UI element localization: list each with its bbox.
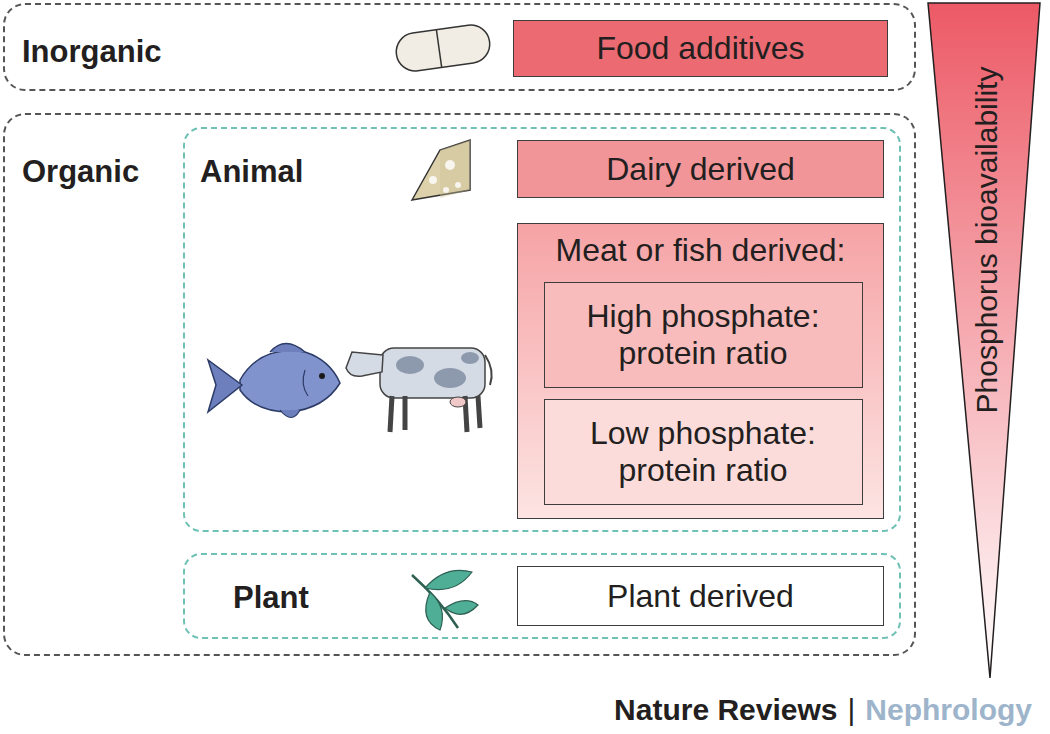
leaf-icon [412,570,478,630]
group-heading: Inorganic [22,34,162,70]
gradient-triangle: Phosphorus bioavailability [924,0,1044,682]
journal-label: Nature Reviews [614,693,837,728]
pill-icon [394,23,492,74]
box-label: Meat or fish derived: [518,232,883,269]
group-frame: Dairy derivedHigh phosphate: protein rat… [3,113,916,656]
group-frame: Food additives Inorganic [3,3,916,91]
box-label: Plant derived [607,578,794,615]
box-label: High phosphate: protein ratio [555,298,852,372]
fish-icon [208,344,340,418]
group-heading: Plant [233,580,309,616]
category-box: Plant derived [517,566,884,626]
category-box: Low phosphate: protein ratio [544,399,863,505]
cheese-icon [412,140,470,200]
journal-credit: Nature Reviews | Nephrology [614,693,1032,728]
journal-label: Nephrology [865,693,1032,728]
group-heading: Animal [200,154,303,190]
subgroup-frame: Dairy derivedHigh phosphate: protein rat… [183,127,901,532]
cow-icon [346,348,492,432]
box-label: Food additives [596,30,804,67]
triangle-outline [928,3,1040,678]
axis-label: Phosphorus bioavailability [970,67,1005,414]
box-label: Low phosphate: protein ratio [555,415,852,489]
category-box: High phosphate: protein ratioLow phospha… [517,223,884,519]
group-heading: Organic [22,154,139,190]
category-box: Dairy derived [517,140,884,198]
category-box: Food additives [513,20,888,77]
box-label: Dairy derived [606,151,795,188]
category-box: High phosphate: protein ratio [544,282,863,388]
journal-label: | [848,693,856,728]
subgroup-frame: Plant derived Plant [183,553,901,639]
